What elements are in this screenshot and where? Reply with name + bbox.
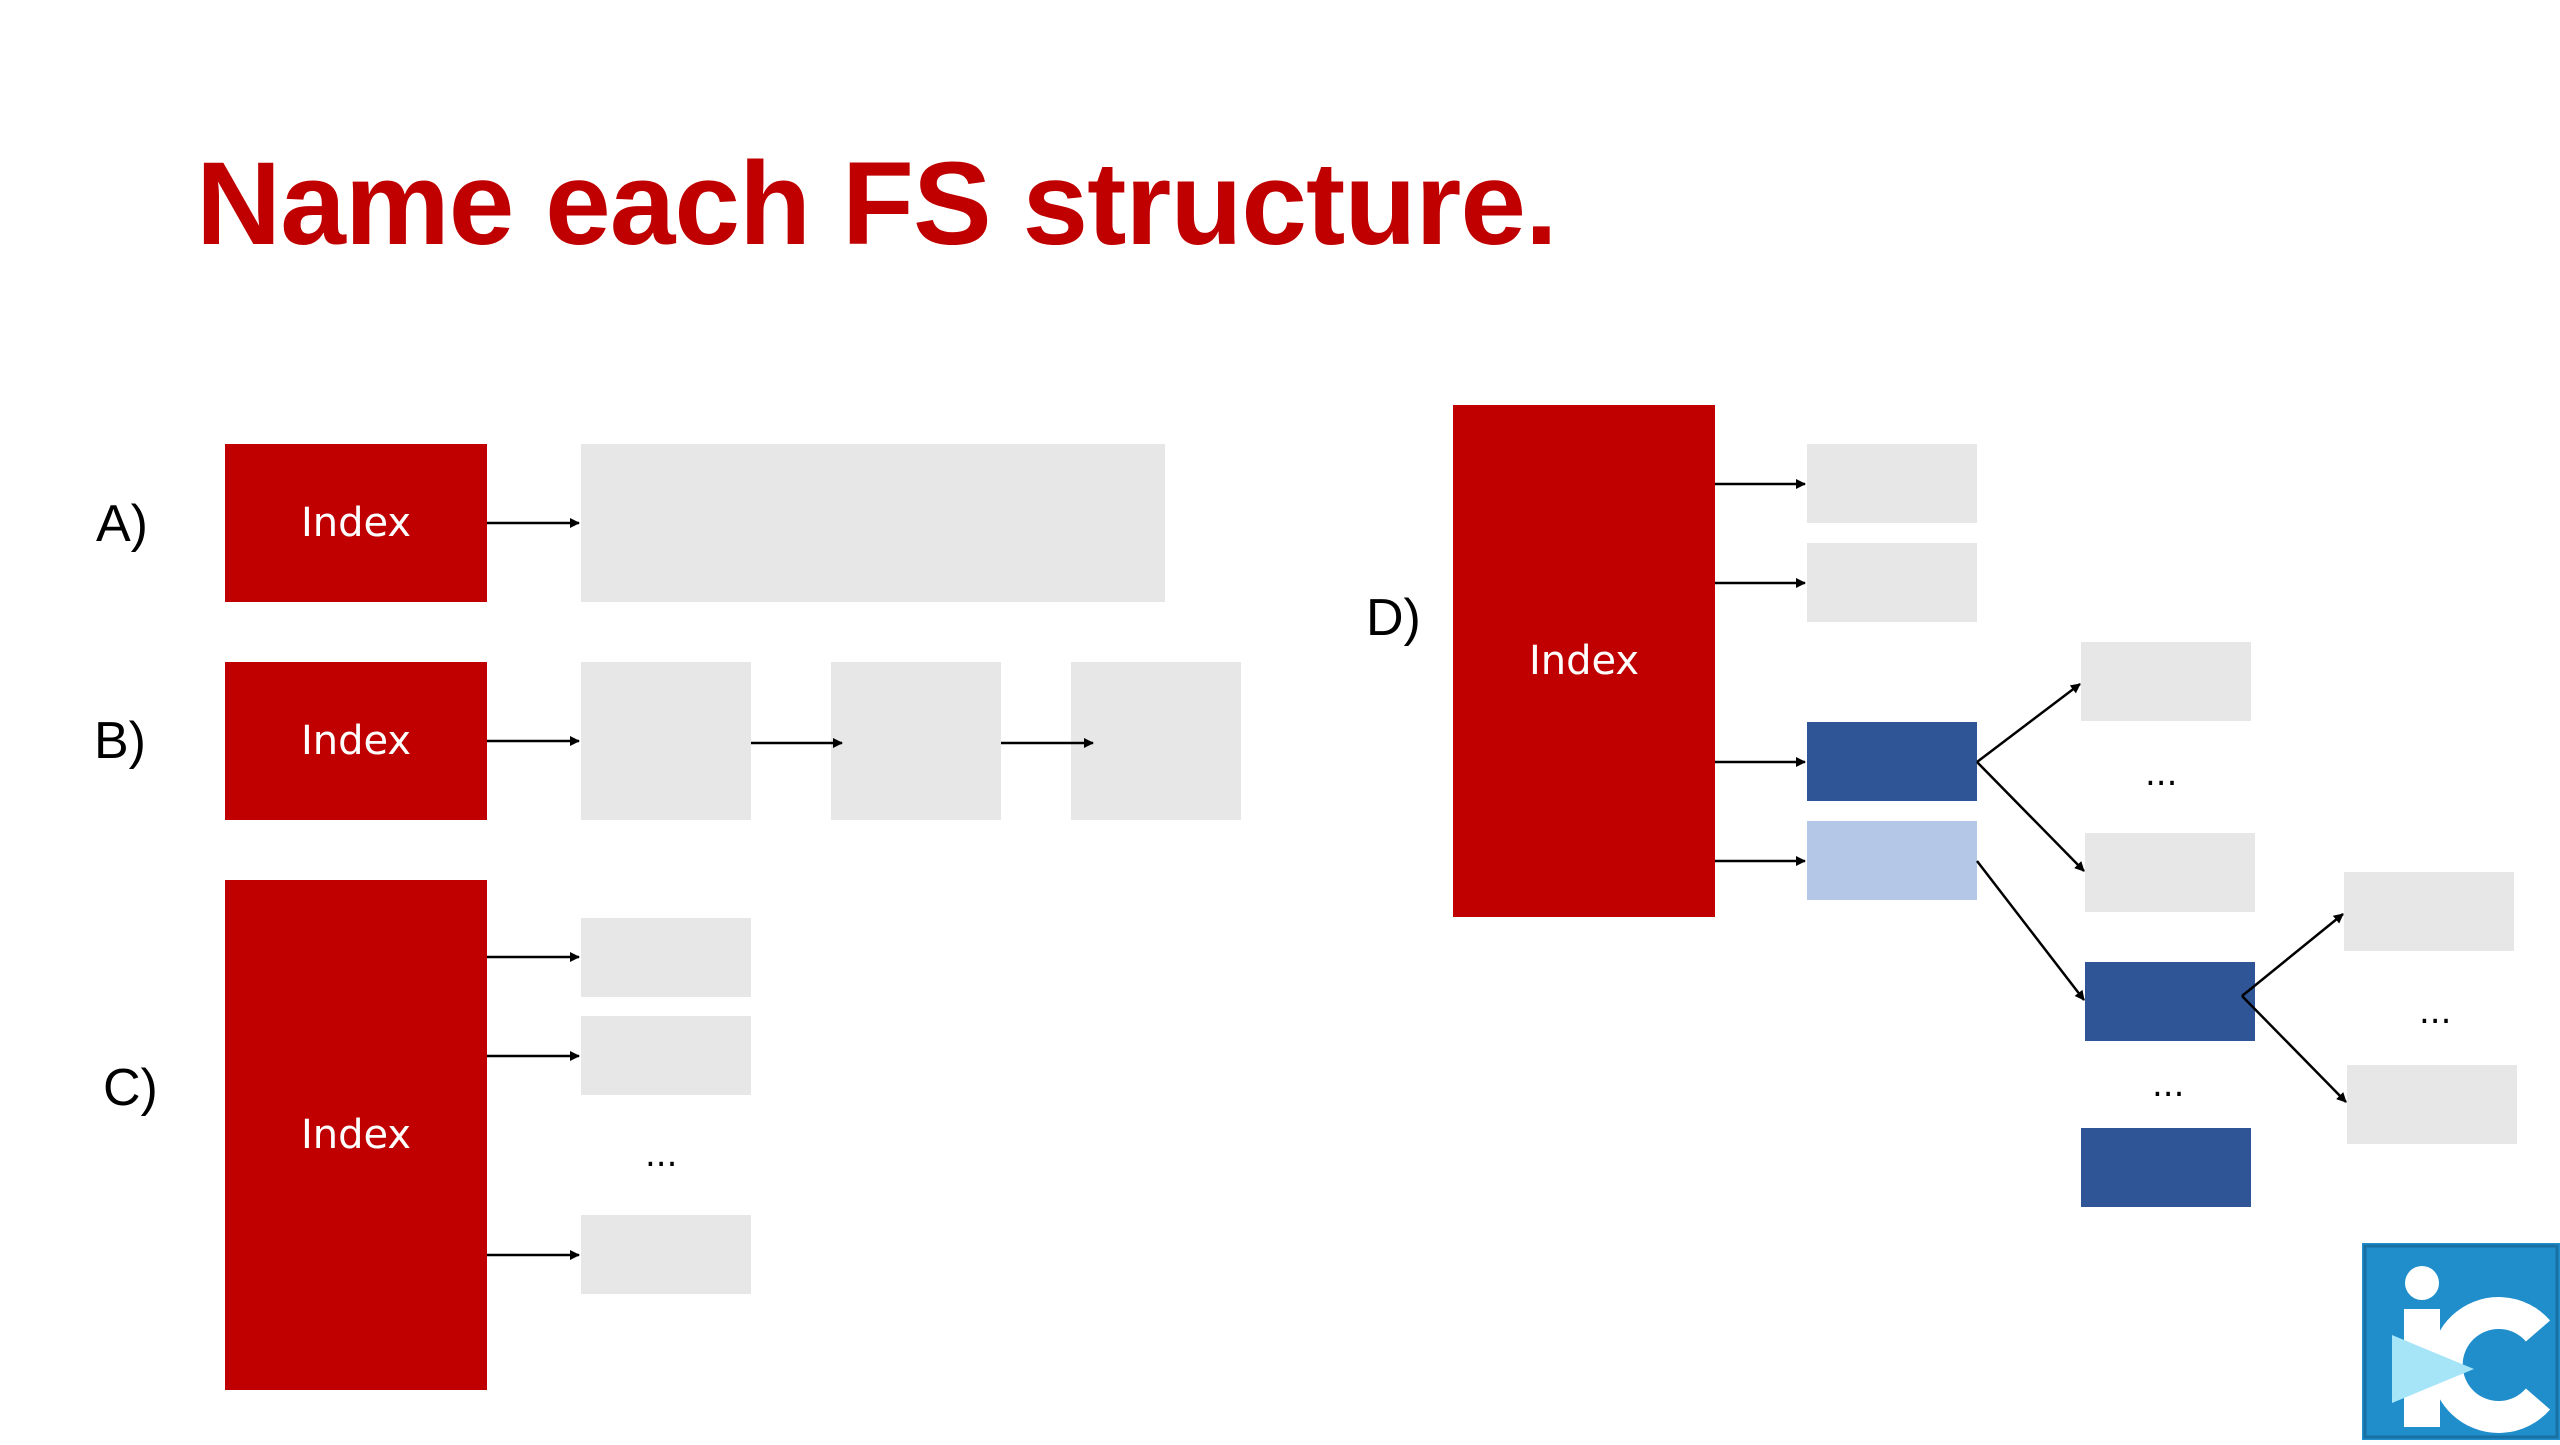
data-block-c-2 xyxy=(581,1016,751,1095)
data-block-c-3 xyxy=(581,1215,751,1294)
data-block-b-3 xyxy=(1071,662,1241,820)
label-d: D) xyxy=(1366,589,1421,647)
data-block-d-1 xyxy=(1807,444,1977,523)
arrow-d-9 xyxy=(2241,995,2347,1103)
data-block-c-1 xyxy=(581,918,751,997)
ellipsis-c: ... xyxy=(645,1135,678,1175)
pointer-block-d-4 xyxy=(2081,1128,2251,1207)
label-a: A) xyxy=(96,495,148,553)
data-block-d-2 xyxy=(1807,543,1977,622)
ic-logo-icon xyxy=(2362,1243,2560,1440)
arrow-d-7 xyxy=(1976,860,2085,1001)
data-block-b-2 xyxy=(831,662,1001,820)
arrow-d-5 xyxy=(1976,683,2081,763)
ellipsis-d-1: ... xyxy=(2145,754,2178,794)
arrow-d-8 xyxy=(2241,913,2344,997)
label-c: C) xyxy=(103,1059,158,1117)
data-block-b-1 xyxy=(581,662,751,820)
index-block-d: Index xyxy=(1453,405,1715,917)
pointer-block-d-1 xyxy=(1807,722,1977,801)
ellipsis-d-2: ... xyxy=(2152,1065,2185,1105)
pointer-block-d-2 xyxy=(1807,821,1977,900)
data-block-d-3 xyxy=(2081,642,2251,721)
index-block-a: Index xyxy=(225,444,487,602)
data-block-d-4 xyxy=(2085,833,2255,912)
label-b: B) xyxy=(94,712,146,770)
data-block-d-5 xyxy=(2344,872,2514,951)
data-block-a xyxy=(581,444,1165,602)
arrow-d-6 xyxy=(1976,761,2085,872)
index-block-b: Index xyxy=(225,662,487,820)
ellipsis-d-3: ... xyxy=(2419,992,2452,1032)
pointer-block-d-3 xyxy=(2085,962,2255,1041)
index-block-c: Index xyxy=(225,880,487,1390)
slide-title: Name each FS structure. xyxy=(196,138,1558,270)
data-block-d-6 xyxy=(2347,1065,2517,1144)
